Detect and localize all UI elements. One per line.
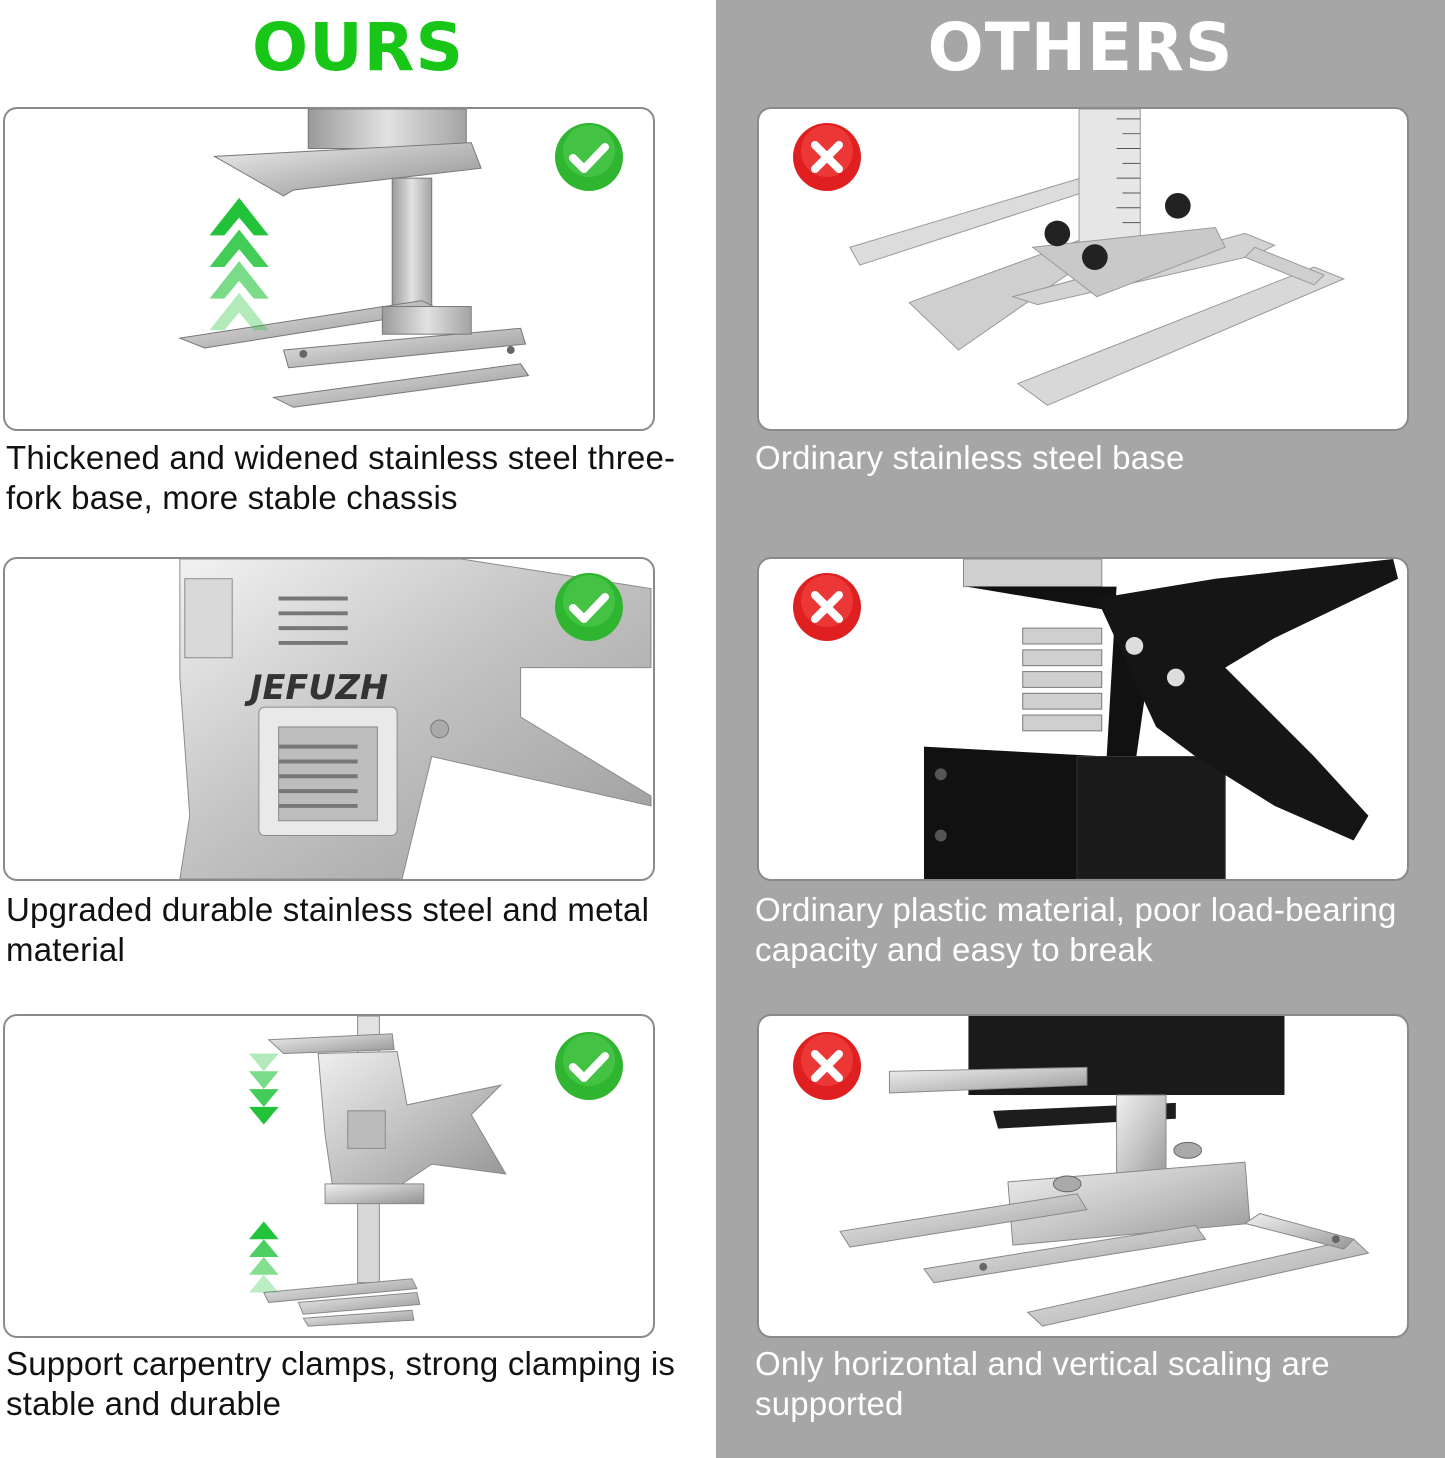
ours-caption-2: Upgraded durable stainless steel and met… xyxy=(6,891,650,968)
ours-heading: OURS xyxy=(251,9,465,86)
green-check-icon xyxy=(553,1030,625,1102)
others-caption-3: Only horizontal and vertical scaling are… xyxy=(755,1345,1330,1422)
green-check-icon xyxy=(553,121,625,193)
others-caption-1: Ordinary stainless steel base xyxy=(755,439,1185,476)
others-heading: OTHERS xyxy=(927,9,1234,86)
ours-material-image: JEFUZH xyxy=(3,557,655,881)
ours-caption-3: Support carpentry clamps, strong clampin… xyxy=(6,1345,676,1422)
ours-caption-1: Thickened and widened stainless steel th… xyxy=(6,439,676,516)
others-scaling-image xyxy=(757,1014,1409,1338)
others-caption-2: Ordinary plastic material, poor load-bea… xyxy=(755,891,1397,968)
red-x-icon xyxy=(791,571,863,643)
ours-clamp-image xyxy=(3,1014,655,1338)
green-down-arrows-icon xyxy=(249,1053,279,1125)
ours-base-image xyxy=(3,107,655,431)
others-material-image xyxy=(757,557,1409,881)
brand-engraving: JEFUZH xyxy=(244,668,388,707)
others-base-image xyxy=(757,107,1409,431)
red-x-icon xyxy=(791,1030,863,1102)
green-up-arrows-icon xyxy=(209,197,269,331)
green-check-icon xyxy=(553,571,625,643)
red-x-icon xyxy=(791,121,863,193)
green-up-arrows-icon xyxy=(249,1221,279,1293)
